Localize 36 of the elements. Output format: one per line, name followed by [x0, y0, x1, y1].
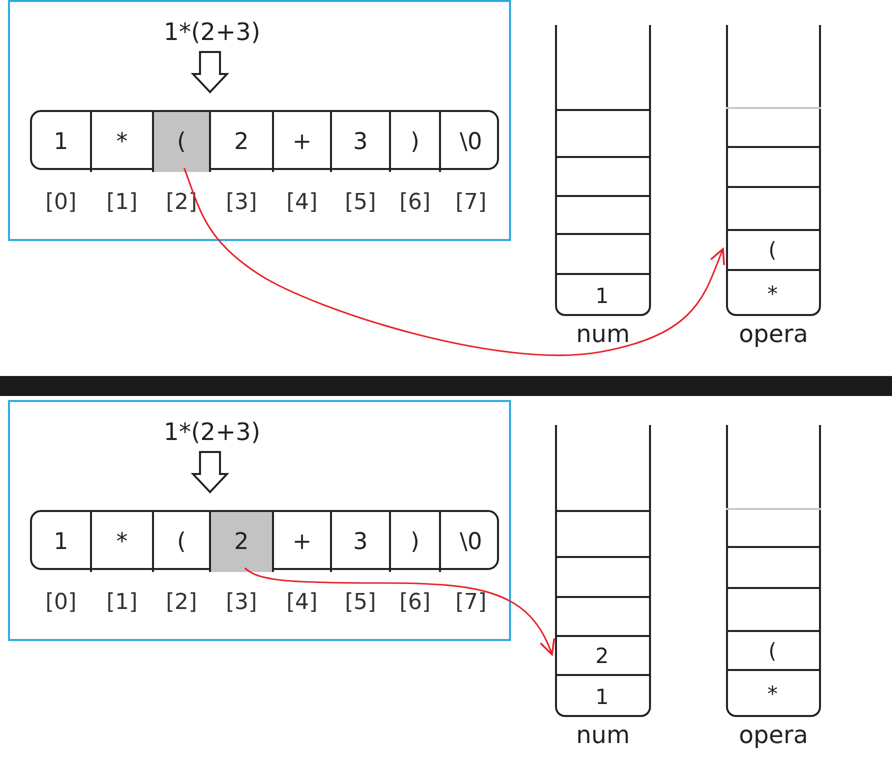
index-label: [5] [344, 590, 376, 615]
stack-slot: 2 [555, 635, 649, 674]
index-label: [6] [399, 590, 431, 615]
hollow-arrow [190, 51, 230, 94]
divider-band [0, 376, 892, 396]
arrow [183, 168, 726, 356]
stack-name: num [576, 721, 630, 749]
hollow-arrow [190, 451, 230, 494]
arrow [244, 567, 554, 656]
index-label: [7] [455, 190, 487, 215]
stack-slot: * [726, 269, 819, 316]
expression-text: 1*(2+3) [162, 414, 262, 450]
stack-name: opera [738, 721, 808, 749]
index-label: [3] [226, 590, 258, 615]
index-label: [4] [286, 590, 318, 615]
index-label: [0] [45, 190, 77, 215]
index-label: [1] [106, 190, 138, 215]
stack-slot: 1 [555, 674, 649, 717]
index-label: [0] [45, 590, 77, 615]
stack-slot: ( [726, 229, 819, 269]
index-label: [7] [455, 590, 487, 615]
index-label: [6] [399, 190, 431, 215]
index-label: [3] [226, 190, 258, 215]
stack-slot: 1 [555, 273, 649, 316]
frame-panel [8, 0, 511, 241]
index-label: [1] [106, 590, 138, 615]
stack-slot: ( [726, 630, 819, 669]
stack-slot: * [726, 669, 819, 717]
index-label: [5] [344, 190, 376, 215]
index-label: [2] [166, 190, 198, 215]
index-label: [4] [286, 190, 318, 215]
stack-name: opera [738, 320, 808, 348]
index-label: [2] [166, 590, 198, 615]
frame-panel [8, 400, 511, 641]
stack-name: num [576, 320, 630, 348]
expression-text: 1*(2+3) [162, 14, 262, 50]
